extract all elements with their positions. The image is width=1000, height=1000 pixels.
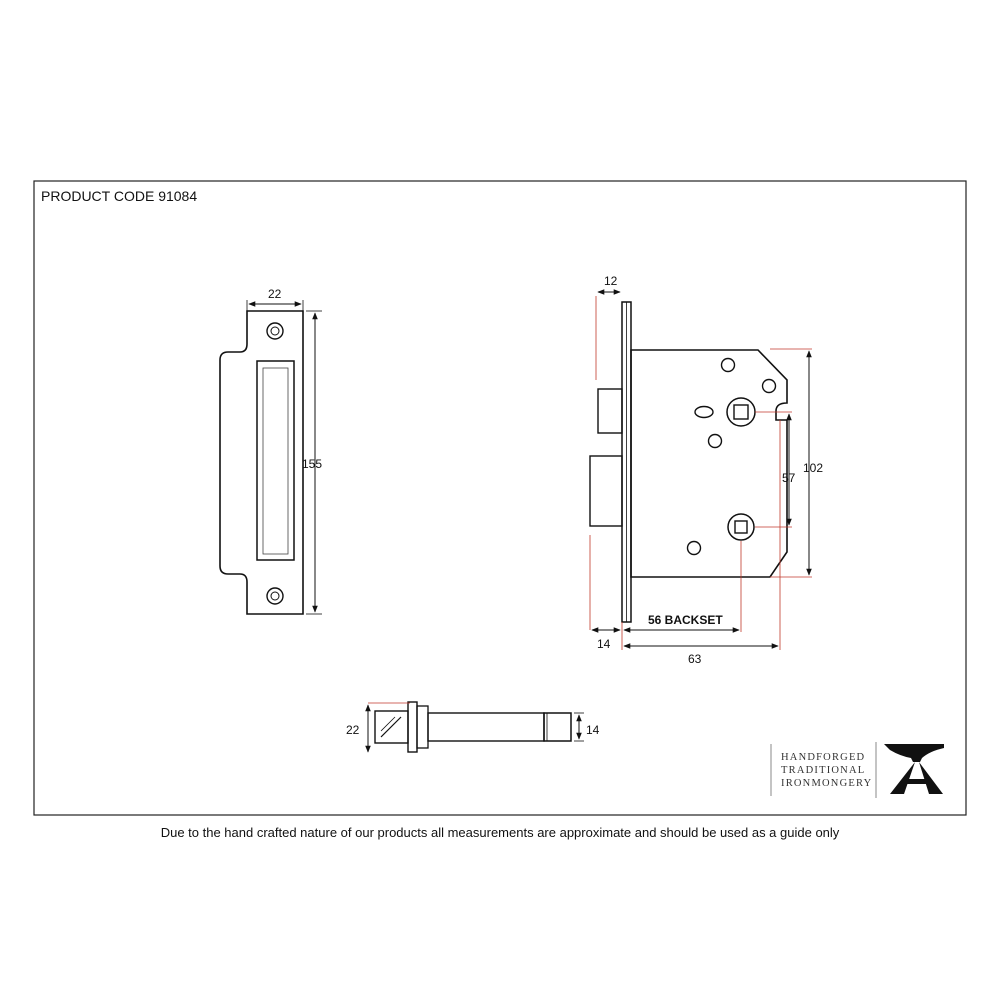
- screw-hole-bottom: [266, 587, 284, 605]
- bolt-shaft: [427, 712, 545, 742]
- product-code: PRODUCT CODE 91084: [41, 188, 197, 204]
- backset-label: 56 BACKSET: [648, 613, 723, 627]
- follower-spindle: [726, 397, 756, 427]
- dimension-bolt-width: [574, 712, 584, 742]
- bolt-height-label: 22: [346, 723, 360, 737]
- bolt-width-label: 14: [586, 723, 600, 737]
- guide-lines: [589, 296, 812, 650]
- bolt-tip: [543, 712, 572, 742]
- forend-thickness-label: 12: [604, 274, 618, 288]
- fixing-hole: [686, 540, 702, 556]
- fixing-hole: [761, 378, 777, 394]
- strike-width-label: 22: [268, 287, 282, 301]
- drawing-frame: [33, 180, 967, 816]
- anvil-logo-icon: [884, 744, 944, 794]
- strike-plate: [219, 310, 304, 615]
- brand-line-3: IRONMONGERY: [781, 778, 872, 789]
- strike-plate-opening: [256, 360, 295, 561]
- lock-body: [589, 301, 788, 623]
- centres-label: 57: [782, 471, 796, 485]
- dimension-strike-height: [306, 310, 322, 615]
- brand-block: HANDFORGED TRADITIONAL IRONMONGERY: [770, 742, 944, 798]
- bolt-collar: [407, 701, 418, 753]
- case-height-label: 102: [803, 461, 823, 475]
- bolt-flange: [416, 705, 429, 749]
- keyhole: [727, 513, 755, 541]
- dimension-strike-width: [246, 300, 304, 311]
- fixing-slot: [694, 405, 714, 419]
- footer-disclaimer: Due to the hand crafted nature of our pr…: [161, 825, 840, 840]
- bolt-side-view: [374, 701, 572, 753]
- brand-line-1: HANDFORGED: [781, 752, 865, 763]
- forend-offset-label: 14: [597, 637, 611, 651]
- latch-bolt: [597, 388, 623, 434]
- case-depth-label: 63: [688, 652, 702, 666]
- lock-case: [630, 349, 788, 578]
- brand-line-2: TRADITIONAL: [781, 765, 865, 776]
- fixing-hole: [707, 433, 723, 449]
- fixing-hole: [720, 357, 736, 373]
- strike-height-label: 155: [302, 457, 322, 471]
- dead-bolt: [589, 455, 623, 527]
- screw-hole-top: [266, 322, 284, 340]
